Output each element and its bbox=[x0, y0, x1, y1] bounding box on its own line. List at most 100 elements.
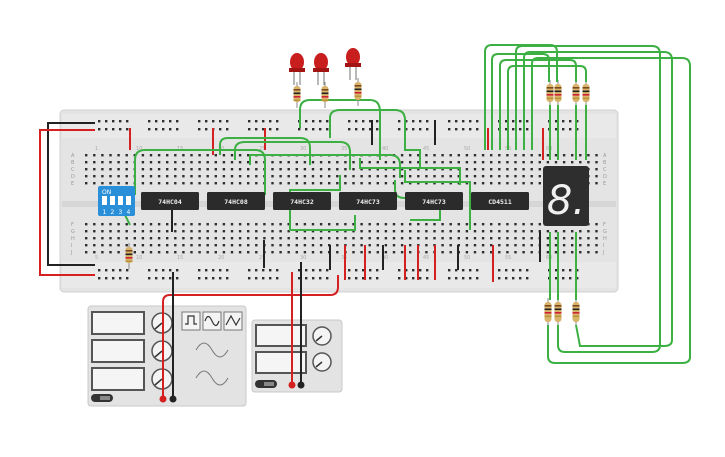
board-hole[interactable] bbox=[295, 251, 298, 254]
board-hole[interactable] bbox=[522, 223, 525, 226]
generator-positive-wire[interactable] bbox=[162, 275, 339, 399]
rail-hole[interactable] bbox=[412, 120, 415, 123]
board-hole[interactable] bbox=[247, 175, 250, 178]
board-hole[interactable] bbox=[384, 161, 388, 164]
board-hole[interactable] bbox=[465, 223, 469, 226]
board-hole[interactable] bbox=[101, 168, 104, 171]
rail-hole[interactable] bbox=[298, 269, 301, 272]
board-hole[interactable] bbox=[409, 237, 412, 240]
board-hole[interactable] bbox=[490, 251, 493, 254]
rail-hole[interactable] bbox=[519, 277, 522, 280]
board-hole[interactable] bbox=[141, 161, 145, 164]
rail-hole[interactable] bbox=[555, 269, 558, 272]
board-hole[interactable] bbox=[465, 237, 469, 240]
board-hole[interactable] bbox=[133, 251, 136, 254]
board-hole[interactable] bbox=[530, 161, 533, 164]
board-hole[interactable] bbox=[287, 230, 290, 233]
board-hole[interactable] bbox=[206, 251, 209, 254]
board-hole[interactable] bbox=[198, 237, 201, 240]
rail-hole[interactable] bbox=[526, 269, 529, 272]
board-hole[interactable] bbox=[441, 237, 444, 240]
board-hole[interactable] bbox=[498, 223, 501, 226]
dip-toggle-2[interactable] bbox=[110, 196, 115, 205]
board-hole[interactable] bbox=[271, 161, 274, 164]
board-hole[interactable] bbox=[514, 175, 517, 178]
board-hole[interactable] bbox=[271, 182, 274, 185]
rail-hole[interactable] bbox=[355, 269, 358, 272]
board-hole[interactable] bbox=[449, 251, 452, 254]
board-hole[interactable] bbox=[425, 230, 428, 233]
board-hole[interactable] bbox=[311, 251, 315, 254]
board-hole[interactable] bbox=[133, 237, 136, 240]
board-hole[interactable] bbox=[190, 168, 193, 171]
board-hole[interactable] bbox=[295, 223, 298, 226]
board-hole[interactable] bbox=[360, 223, 363, 226]
board-hole[interactable] bbox=[271, 237, 274, 240]
board-hole[interactable] bbox=[190, 161, 193, 164]
board-hole[interactable] bbox=[247, 154, 250, 157]
board-hole[interactable] bbox=[554, 237, 558, 240]
rail-hole[interactable] bbox=[262, 120, 265, 123]
board-hole[interactable] bbox=[149, 237, 153, 240]
board-hole[interactable] bbox=[522, 182, 525, 185]
resistors[interactable] bbox=[125, 78, 590, 328]
board-hole[interactable] bbox=[166, 168, 169, 171]
rail-hole[interactable] bbox=[576, 120, 579, 123]
board-hole[interactable] bbox=[417, 182, 420, 185]
ic-chip[interactable]: 74HC04 bbox=[141, 192, 199, 210]
board-hole[interactable] bbox=[328, 161, 331, 164]
board-hole[interactable] bbox=[490, 175, 493, 178]
board-hole[interactable] bbox=[271, 223, 274, 226]
rail-hole[interactable] bbox=[376, 277, 379, 280]
board-hole[interactable] bbox=[295, 168, 298, 171]
rail-hole[interactable] bbox=[576, 128, 579, 131]
rail-hole[interactable] bbox=[476, 277, 479, 280]
board-hole[interactable] bbox=[392, 251, 396, 254]
board-hole[interactable] bbox=[247, 230, 250, 233]
rail-hole[interactable] bbox=[448, 277, 451, 280]
board-hole[interactable] bbox=[303, 168, 307, 171]
board-hole[interactable] bbox=[255, 230, 258, 233]
board-hole[interactable] bbox=[506, 251, 509, 254]
board-hole[interactable] bbox=[441, 154, 444, 157]
board-hole[interactable] bbox=[465, 230, 469, 233]
rail-hole[interactable] bbox=[226, 269, 229, 272]
board-hole[interactable] bbox=[490, 168, 493, 171]
rail-hole[interactable] bbox=[512, 269, 515, 272]
rail-hole[interactable] bbox=[148, 269, 151, 272]
board-hole[interactable] bbox=[514, 154, 517, 157]
rail-hole[interactable] bbox=[498, 277, 501, 280]
board-hole[interactable] bbox=[328, 237, 331, 240]
board-hole[interactable] bbox=[101, 182, 104, 185]
rail-hole[interactable] bbox=[376, 269, 379, 272]
rail-hole[interactable] bbox=[248, 120, 251, 123]
board-hole[interactable] bbox=[352, 223, 355, 226]
triangle-wave-button[interactable] bbox=[223, 311, 243, 331]
board-hole[interactable] bbox=[457, 154, 460, 157]
board-hole[interactable] bbox=[182, 251, 185, 254]
board-hole[interactable] bbox=[93, 182, 96, 185]
rail-hole[interactable] bbox=[198, 120, 201, 123]
board-hole[interactable] bbox=[190, 182, 193, 185]
rail-hole[interactable] bbox=[219, 277, 222, 280]
board-hole[interactable] bbox=[441, 175, 444, 178]
board-hole[interactable] bbox=[473, 244, 477, 247]
board-hole[interactable] bbox=[93, 223, 96, 226]
rail-hole[interactable] bbox=[98, 120, 101, 123]
rail-hole[interactable] bbox=[398, 277, 401, 280]
board-hole[interactable] bbox=[190, 251, 193, 254]
board-hole[interactable] bbox=[425, 237, 428, 240]
rail-hole[interactable] bbox=[355, 277, 358, 280]
board-hole[interactable] bbox=[562, 230, 566, 233]
rail-hole[interactable] bbox=[169, 277, 172, 280]
board-hole[interactable] bbox=[433, 182, 436, 185]
rail-hole[interactable] bbox=[455, 128, 458, 131]
board-hole[interactable] bbox=[368, 237, 371, 240]
board-hole[interactable] bbox=[352, 175, 355, 178]
board-hole[interactable] bbox=[206, 237, 209, 240]
board-hole[interactable] bbox=[328, 223, 331, 226]
rail-hole[interactable] bbox=[419, 128, 422, 131]
board-hole[interactable] bbox=[368, 244, 371, 247]
board-hole[interactable] bbox=[125, 244, 128, 247]
board-hole[interactable] bbox=[303, 244, 307, 247]
